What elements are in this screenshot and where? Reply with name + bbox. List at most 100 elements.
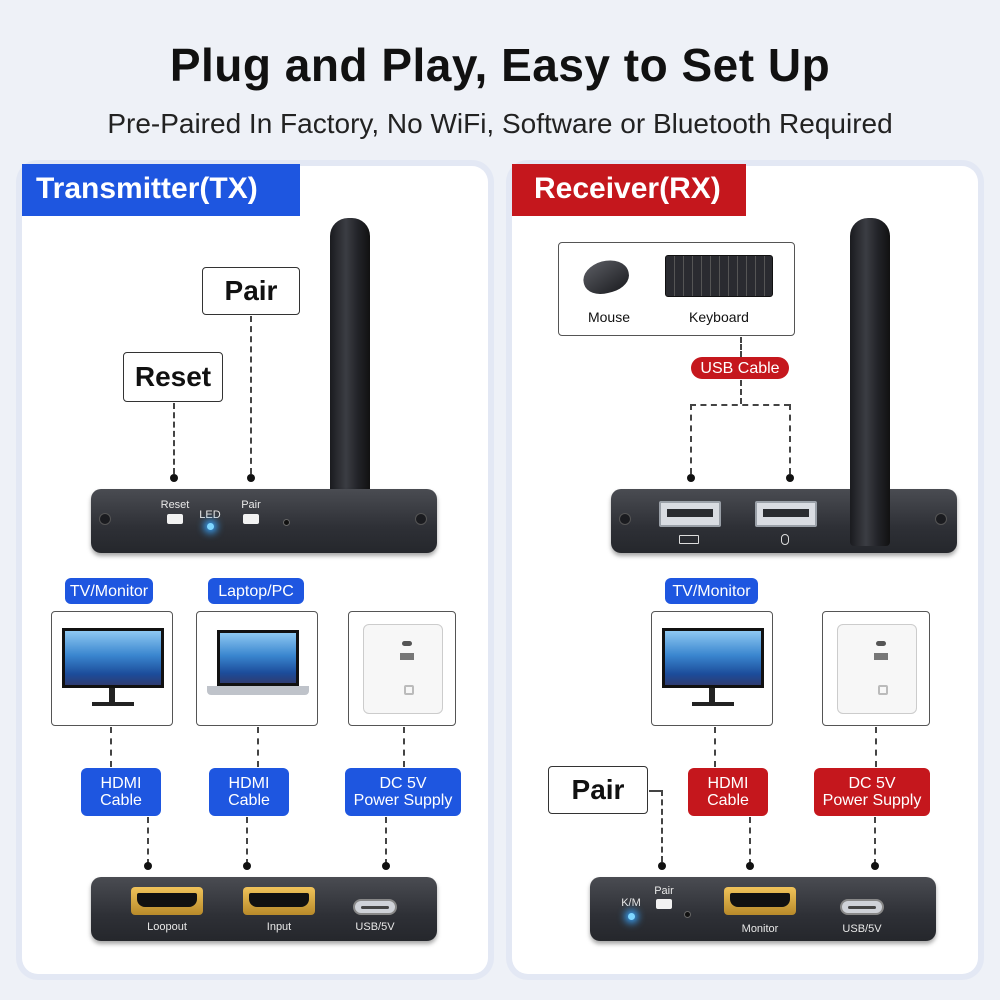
rx-km-label: K/M — [621, 897, 641, 909]
tx-transmitter-unit-top: Reset LED Pair — [91, 489, 437, 553]
rx-connector-3-dot — [746, 862, 754, 870]
tx-power-line1: DC 5V — [379, 775, 427, 792]
tx-connector-4-dot — [144, 862, 152, 870]
monitor-port[interactable] — [724, 887, 796, 915]
usb-c-port[interactable] — [353, 899, 397, 915]
tx-led-label: LED — [199, 509, 221, 521]
tx-power-supply: DC 5V Power Supply — [345, 768, 461, 816]
rx-connector-1 — [714, 727, 716, 767]
mouse-label: Mouse — [587, 309, 631, 325]
rx-hdmi-cable-line1: HDMI — [707, 775, 749, 792]
rx-receiver-unit-top — [611, 489, 957, 553]
mouse-small-icon — [781, 534, 789, 545]
tx-reset-button[interactable] — [167, 514, 183, 524]
tx-tv-card — [51, 611, 173, 726]
tx-pair-leader-dot — [247, 474, 255, 482]
rx-usb-leader-left — [690, 404, 692, 474]
tx-hdmi-cable-1: HDMI Cable — [81, 768, 161, 816]
usb-5v-label: USB/5V — [842, 923, 882, 935]
receiver-title: Receiver(RX) — [512, 164, 746, 216]
keyboard-icon — [665, 255, 773, 297]
power-outlet-icon — [363, 624, 443, 714]
tx-connector-2 — [257, 727, 259, 767]
monitor-neck — [709, 688, 715, 702]
usb-a-slot — [400, 653, 414, 660]
rx-pair-leader-dot — [658, 862, 666, 870]
input-label: Input — [266, 921, 292, 933]
tx-connector-6 — [385, 817, 387, 865]
usb-c-slot — [402, 641, 412, 646]
tx-outlet-card — [348, 611, 456, 726]
transmitter-title: Transmitter(TX) — [22, 164, 300, 216]
rx-usb-leader-right-dot — [786, 474, 794, 482]
mouse-usb-port[interactable] — [755, 501, 817, 527]
rx-pinhole — [684, 911, 691, 918]
tx-pair-callout: Pair — [202, 267, 300, 315]
tx-hdmi-cable-1-line2: Cable — [100, 792, 142, 809]
rx-outlet-card — [822, 611, 930, 726]
page-subtitle: Pre-Paired In Factory, No WiFi, Software… — [107, 108, 893, 139]
rx-connector-4 — [874, 817, 876, 865]
tx-reset-leader-dot — [170, 474, 178, 482]
keyboard-usb-port[interactable] — [659, 501, 721, 527]
rx-pair-callout: Pair — [548, 766, 648, 814]
tx-connector-3 — [403, 727, 405, 767]
rx-power-line2: Power Supply — [822, 792, 922, 809]
monitor-label: Monitor — [741, 923, 779, 935]
screw-icon — [99, 513, 111, 525]
tx-laptop-label: Laptop/PC — [208, 578, 304, 604]
rx-hdmi-cable-line2: Cable — [707, 792, 749, 809]
monitor-stand — [92, 702, 134, 706]
laptop-icon — [217, 630, 299, 686]
monitor-icon — [662, 628, 764, 688]
rx-pair-leader-h — [649, 790, 661, 792]
rx-tv-label: TV/Monitor — [665, 578, 758, 604]
screw-icon — [935, 513, 947, 525]
rx-power-line1: DC 5V — [848, 775, 896, 792]
rx-usb-leader-horizontal — [690, 404, 790, 406]
usb-c-slot — [876, 641, 886, 646]
rx-usb-cable-label: USB Cable — [691, 357, 789, 379]
usb-a-slot — [874, 653, 888, 660]
tx-reset-label: Reset — [160, 499, 190, 511]
tx-pair-label: Pair — [241, 499, 261, 511]
screw-icon — [415, 513, 427, 525]
rx-antenna — [850, 218, 890, 546]
tx-connector-6-dot — [382, 862, 390, 870]
rx-connector-2 — [875, 727, 877, 767]
keyboard-label: Keyboard — [689, 309, 749, 325]
tx-hdmi-cable-2: HDMI Cable — [209, 768, 289, 816]
tx-connector-5 — [246, 817, 248, 865]
tx-pair-leader — [250, 316, 252, 474]
rx-usb-leader-mid — [740, 380, 742, 404]
tx-tv-label: TV/Monitor — [65, 578, 153, 604]
rx-usb-leader-top — [740, 337, 742, 357]
monitor-stand — [692, 702, 734, 706]
loopout-label: Loopout — [147, 921, 187, 933]
rx-connector-4-dot — [871, 862, 879, 870]
tx-pair-button[interactable] — [243, 514, 259, 524]
rx-hdmi-cable: HDMI Cable — [688, 768, 768, 816]
loopout-port[interactable] — [131, 887, 203, 915]
usb-c-port[interactable] — [840, 899, 884, 915]
rx-peripherals-card: Mouse Keyboard — [558, 242, 795, 336]
mouse-icon — [579, 255, 633, 299]
monitor-icon — [62, 628, 164, 688]
rx-pair-button[interactable] — [656, 899, 672, 909]
screw-icon — [619, 513, 631, 525]
rx-pair-leader-v — [661, 790, 663, 862]
laptop-base — [207, 686, 309, 695]
usb-5v-label: USB/5V — [355, 921, 395, 933]
power-outlet-icon — [837, 624, 917, 714]
tx-laptop-card — [196, 611, 318, 726]
tx-transmitter-unit-bottom: Loopout Input USB/5V — [91, 877, 437, 941]
tx-power-line2: Power Supply — [353, 792, 453, 809]
tx-led-indicator — [207, 523, 214, 530]
input-port[interactable] — [243, 887, 315, 915]
rx-usb-leader-right — [789, 404, 791, 474]
outlet-socket — [878, 685, 888, 695]
tx-connector-1 — [110, 727, 112, 767]
tx-connector-4 — [147, 817, 149, 865]
rx-power-supply: DC 5V Power Supply — [814, 768, 930, 816]
tx-hdmi-cable-2-line1: HDMI — [228, 775, 270, 792]
